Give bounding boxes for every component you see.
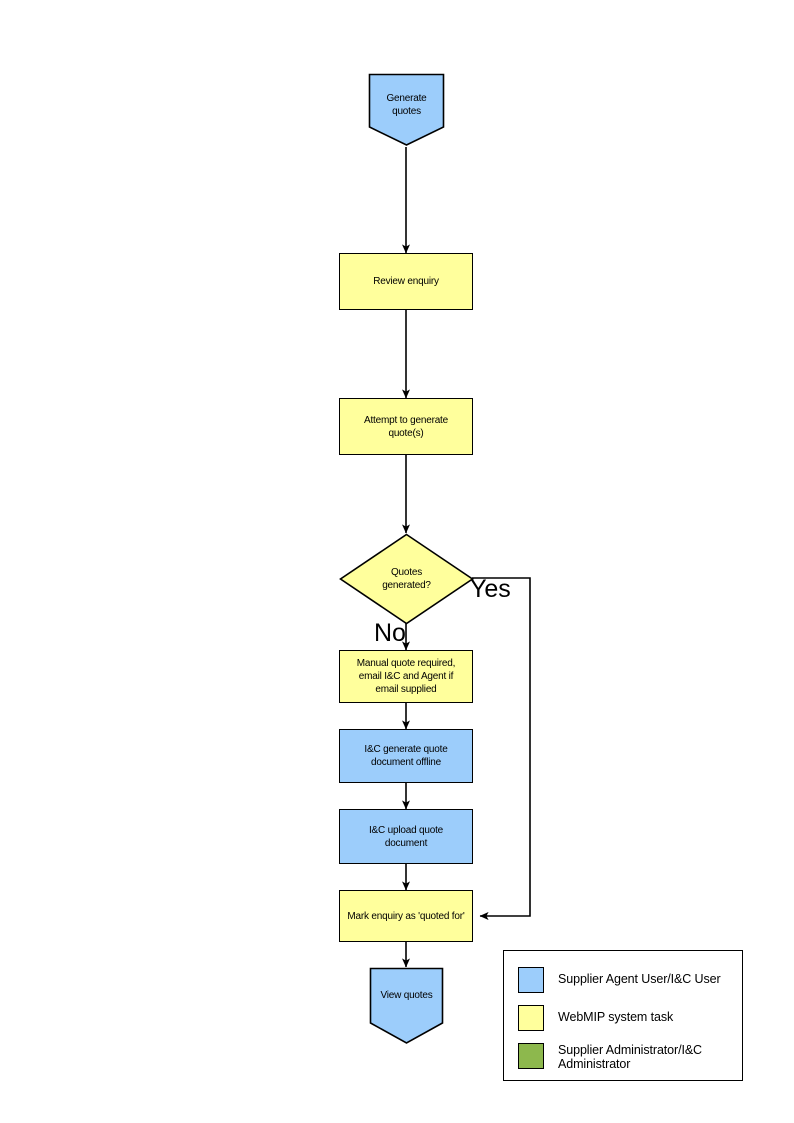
legend-label: WebMIP system task bbox=[558, 1010, 674, 1024]
legend-label: Supplier Agent User/I&C User bbox=[558, 972, 721, 986]
node-label-line: I&C upload quote bbox=[368, 824, 444, 836]
legend-swatch-blue bbox=[518, 967, 544, 993]
node-label-line: I&C generate quote bbox=[364, 744, 448, 755]
node-review-enquiry[interactable]: Review enquiry bbox=[339, 253, 473, 310]
node-view-quotes[interactable]: View quotes bbox=[369, 967, 444, 1045]
node-label-line: Manual quote required, bbox=[356, 658, 456, 669]
legend-swatch-yellow bbox=[518, 1005, 544, 1031]
legend-label-line: Supplier Administrator/I&C bbox=[558, 1043, 702, 1057]
node-label-line: document offline bbox=[371, 757, 441, 768]
legend-item-webmip-system-task: WebMIP system task bbox=[518, 1005, 673, 1031]
node-quotes-generated-decision[interactable]: Quotes generated? bbox=[339, 533, 474, 625]
legend: Supplier Agent User/I&C User WebMIP syst… bbox=[503, 950, 743, 1081]
legend-item-supplier-administrator: Supplier Administrator/I&C Administrator bbox=[518, 1043, 702, 1071]
node-label-line: email I&C and Agent if bbox=[358, 671, 454, 682]
edge-decision-yes-to-mark bbox=[472, 577, 531, 920]
node-label-line: email supplied bbox=[375, 684, 437, 695]
legend-label-multiline: Supplier Administrator/I&C Administrator bbox=[558, 1043, 702, 1071]
node-label-line: Attempt to generate bbox=[363, 414, 449, 426]
node-attempt-to-generate-quotes[interactable]: Attempt to generate quote(s) bbox=[339, 398, 473, 455]
node-generate-quotes[interactable]: Generate quotes bbox=[368, 73, 445, 147]
legend-swatch-green bbox=[518, 1043, 544, 1069]
node-ic-upload-quote-document[interactable]: I&C upload quote document bbox=[339, 809, 473, 864]
node-label-line: document bbox=[384, 837, 428, 849]
node-ic-generate-quote-document-offline[interactable]: I&C generate quote document offline bbox=[339, 729, 473, 783]
legend-label-line: Administrator bbox=[558, 1057, 631, 1071]
legend-item-supplier-agent-user: Supplier Agent User/I&C User bbox=[518, 967, 721, 993]
edge-label-yes: Yes bbox=[470, 575, 511, 603]
node-mark-enquiry-as-quoted-for[interactable]: Mark enquiry as 'quoted for' bbox=[339, 890, 473, 942]
edge-label-no: No bbox=[374, 619, 406, 647]
node-label: Review enquiry bbox=[373, 276, 439, 287]
node-manual-quote-required[interactable]: Manual quote required, email I&C and Age… bbox=[339, 650, 473, 703]
node-label-line: quote(s) bbox=[388, 427, 424, 439]
node-label: Mark enquiry as 'quoted for' bbox=[347, 910, 465, 922]
